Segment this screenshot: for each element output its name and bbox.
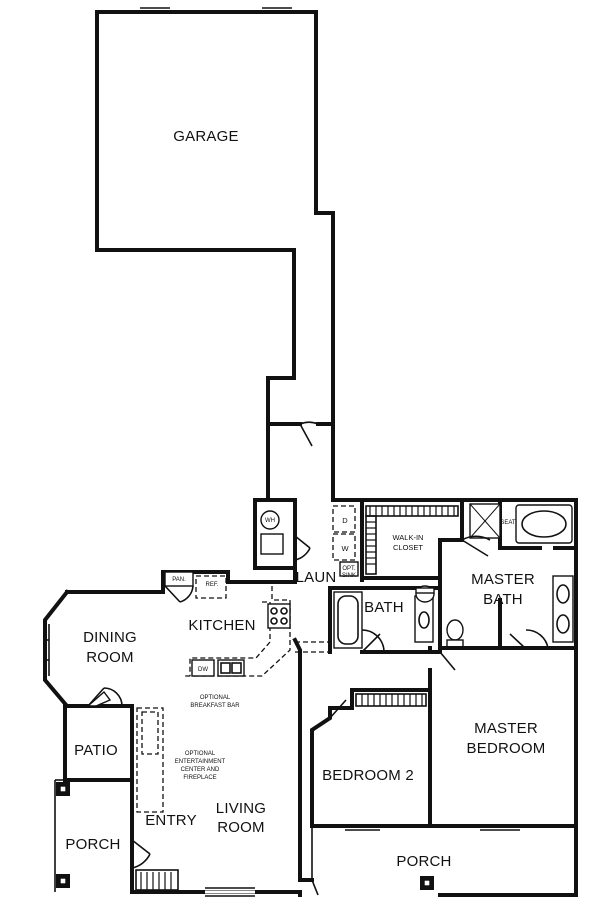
dining-bay-window <box>43 624 50 676</box>
master-bath-fixtures <box>414 498 578 650</box>
master-bath-label-2: BATH <box>483 591 523 608</box>
washer-label: W <box>341 544 349 553</box>
walk-in-closet-label-1: WALK-IN <box>393 533 424 542</box>
garage-door-swing <box>266 421 335 447</box>
entertainment-label-4: FIREPLACE <box>183 775 216 781</box>
dining-door <box>86 687 123 707</box>
porch-right-label: PORCH <box>396 853 451 870</box>
garage-label: GARAGE <box>173 128 238 145</box>
living-room-label-1: LIVING <box>216 800 266 817</box>
refrigerator-label: REF. <box>205 582 218 588</box>
walk-in-closet-label-2: CLOSET <box>393 543 423 552</box>
hall-bath-fixtures <box>328 585 456 671</box>
entertainment-label-2: ENTERTAINMENT <box>175 759 226 765</box>
master-bath-label-1: MASTER <box>471 571 535 588</box>
pantry-label: PAN. <box>172 577 186 583</box>
porch-left-label: PORCH <box>65 836 120 853</box>
kitchen-label: KITCHEN <box>188 617 255 634</box>
porch-right <box>311 826 434 896</box>
bedroom-2-walls <box>310 646 578 831</box>
dining-room-label-2: ROOM <box>86 649 133 666</box>
entertainment-center <box>136 707 164 813</box>
breakfast-bar-label-2: BREAKFAST BAR <box>190 703 240 709</box>
house-outer-walls <box>43 498 578 897</box>
dryer-label: D <box>342 516 348 525</box>
dining-room-label-1: DINING <box>83 629 137 646</box>
laundry-label: LAUN <box>296 569 337 586</box>
kitchen-fixtures <box>164 571 330 677</box>
washer-dryer <box>332 505 359 577</box>
dishwasher-label: DW <box>198 667 208 673</box>
porch-left <box>54 779 70 892</box>
entertainment-label-3: CENTER AND <box>181 767 220 773</box>
front-window <box>205 887 255 897</box>
bedroom-2-label: BEDROOM 2 <box>322 767 414 784</box>
seat-label: SEAT <box>500 520 516 526</box>
living-room-label-2: ROOM <box>217 819 264 836</box>
bath-label: BATH <box>364 599 404 616</box>
entry-door <box>131 839 179 891</box>
walk-in-closet <box>360 498 464 582</box>
opt-sink-label-1: OPT. <box>342 566 356 572</box>
breakfast-bar-label-1: OPTIONAL <box>200 695 231 701</box>
opt-sink-label-2: SINK <box>342 573 356 579</box>
entertainment-label-1: OPTIONAL <box>185 751 216 757</box>
master-bedroom-label-2: BEDROOM <box>467 740 546 757</box>
entry-label: ENTRY <box>145 812 197 829</box>
patio-label: PATIO <box>74 742 118 759</box>
laundry-door-swing <box>294 535 311 561</box>
water-heater <box>260 510 284 555</box>
water-heater-label: WH <box>265 518 275 524</box>
garage-walls <box>95 7 335 502</box>
master-bedroom-label-1: MASTER <box>474 720 538 737</box>
